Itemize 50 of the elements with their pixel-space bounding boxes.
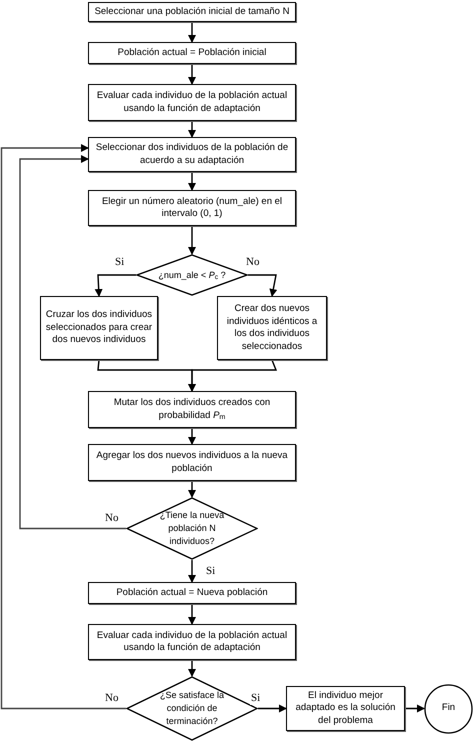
step-text: Elegir un número aleatorio (num_ale) en el intervalo (0, 1)	[100, 196, 284, 220]
process-box	[217, 296, 327, 360]
process-box	[88, 391, 296, 428]
arrow	[188, 428, 196, 445]
terminal-circle	[424, 684, 473, 734]
arrow	[248, 274, 278, 297]
step-text: Fin	[442, 702, 456, 715]
step-text: Evaluar cada individuo de la población actual usando la función de adaptación	[96, 90, 288, 115]
step-text: Población actual = Población inicial	[118, 46, 266, 60]
process-box	[88, 624, 296, 660]
process-box	[88, 2, 296, 22]
arrow	[94, 274, 136, 297]
arrow	[258, 704, 287, 712]
arrow	[188, 172, 196, 191]
arrow	[188, 226, 196, 255]
step-text: Seleccionar una población inicial de tamaño N	[94, 6, 290, 18]
process-box	[88, 84, 296, 121]
process-box	[88, 190, 296, 226]
arrow	[405, 704, 425, 712]
step-text: ¿Tiene la nueva población N individuos?	[158, 509, 226, 548]
step-text: Mutar los dos individuos creados con probabilidad P$_{m}$	[112, 397, 272, 422]
step-text: Crear dos nuevos individuos idénticos a los dos individuos seleccionados	[226, 303, 318, 353]
process-box	[40, 296, 158, 360]
arrow	[188, 481, 196, 498]
step-text: ¿Se satisface la condición de terminación?	[158, 689, 226, 728]
process-box	[88, 444, 296, 481]
step-text: Agregar los dos nuevos individuos a la nueva población	[95, 450, 289, 475]
process-box	[88, 582, 296, 604]
process-box	[88, 137, 296, 172]
arrow	[188, 22, 196, 43]
decision-diamond	[126, 676, 258, 741]
decision-diamond	[136, 254, 248, 296]
arrow	[0, 144, 126, 710]
arrow	[188, 64, 196, 85]
arrow	[188, 660, 196, 677]
decision-diamond	[126, 497, 258, 560]
process-box	[286, 686, 405, 731]
process-box	[88, 42, 296, 64]
arrow	[19, 155, 126, 530]
step-text: El individuo mejor adaptado es la solución del problema	[294, 690, 396, 728]
arrow	[188, 560, 196, 583]
arrow	[188, 360, 278, 392]
step-text: Evaluar cada individuo de la población actual usando la función de adaptación	[96, 630, 288, 654]
step-text: Seleccionar dos individuos de la población de acuerdo a su adaptación	[94, 142, 290, 167]
arrow	[188, 604, 196, 625]
step-text: Población actual = Nueva población	[116, 586, 268, 600]
step-text: ¿num_ale < P$_{c}$ ?	[158, 268, 226, 282]
edge-label: Si	[250, 692, 262, 705]
step-text: Cruzar los dos individuos seleccionados para crear dos nuevos individuos	[45, 309, 153, 347]
arrow	[188, 121, 196, 138]
